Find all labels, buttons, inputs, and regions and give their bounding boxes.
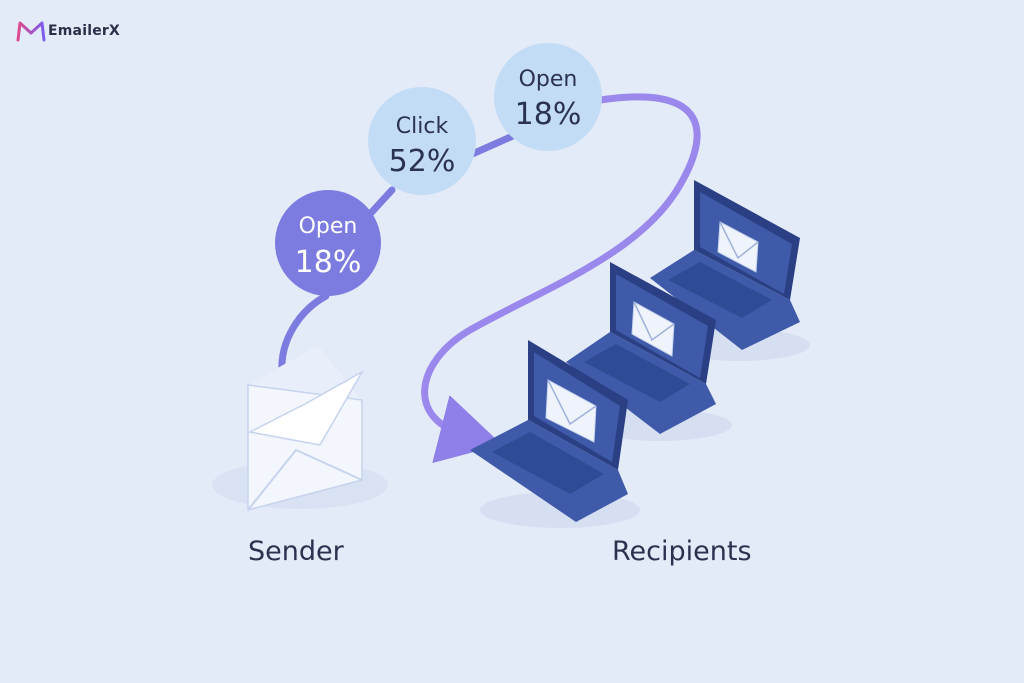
metric-bubble-click: Click 52% [368,87,476,195]
metric-label: Click [396,114,449,139]
metric-value: 18% [295,245,362,280]
laptop-icon [566,262,732,441]
envelope-icon [212,345,388,511]
sender-label: Sender [248,536,344,567]
flow-path-recipients [421,93,701,463]
metric-label: Open [299,214,358,239]
brand-name: EmailerX [48,23,120,39]
laptop-icon [470,340,640,528]
flow-path-click-open [466,131,519,159]
m-logo-icon [16,21,46,42]
metric-label: Open [519,67,578,92]
brand-logo: EmailerX [16,20,120,42]
metric-value: 18% [515,97,582,132]
recipients-label: Recipients [612,536,752,567]
flow-path-sender [278,292,330,376]
metric-bubble-open-1: Open 18% [275,190,381,296]
metric-value: 52% [389,144,456,179]
flow-path-open-click [366,186,396,218]
laptop-icon [650,180,810,361]
metric-bubble-open-2: Open 18% [494,43,602,151]
